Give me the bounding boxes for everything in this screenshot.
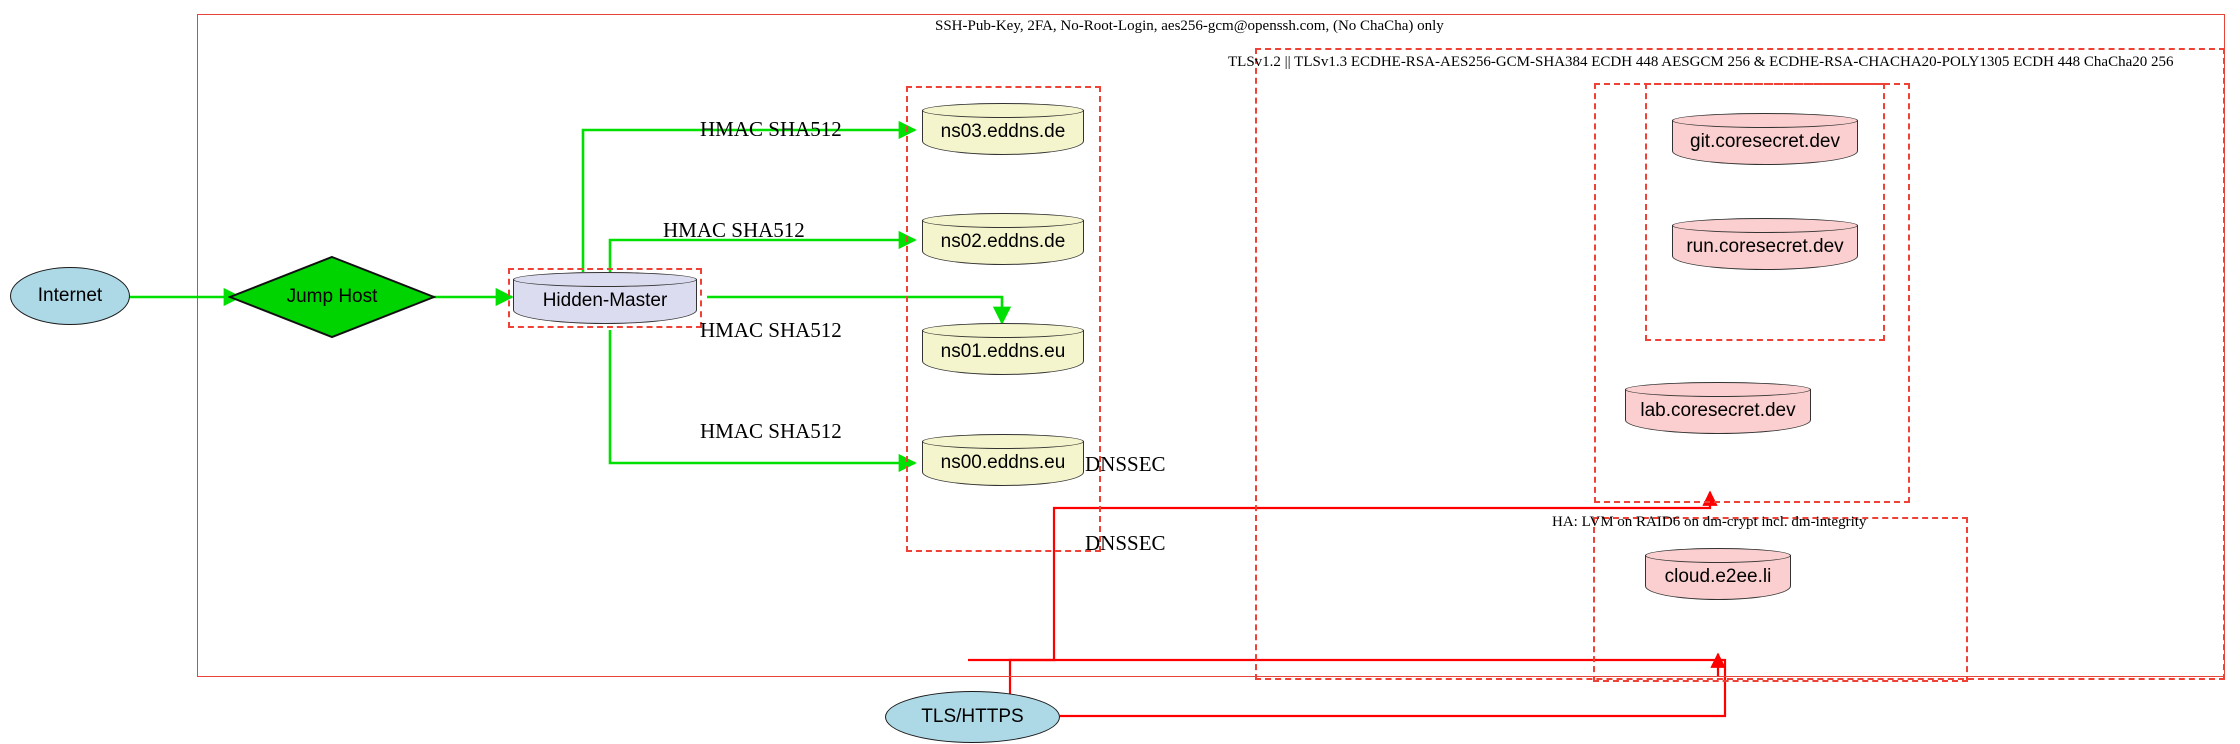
cylinder-top	[1625, 382, 1811, 397]
node-git-coresecret[interactable]: git.coresecret.dev	[1672, 113, 1858, 165]
cluster-ha-storage	[1593, 517, 1968, 682]
cylinder-top	[1672, 218, 1858, 233]
node-ns03-label: ns03.eddns.de	[940, 121, 1066, 142]
node-tls-https[interactable]: TLS/HTTPS	[885, 691, 1060, 743]
edge-label-dnssec-lower: DNSSEC	[1085, 531, 1166, 555]
cluster-tls-suite	[1255, 48, 2225, 680]
edge-hiddenmaster-to-ns01	[707, 295, 1012, 325]
edge-hiddenmaster-to-ns03	[581, 120, 917, 272]
cylinder-top	[1672, 113, 1858, 128]
cluster-nameservers	[906, 86, 1101, 552]
node-run-coresecret[interactable]: run.coresecret.dev	[1672, 218, 1858, 270]
node-internet[interactable]: Internet	[10, 267, 130, 325]
edge-label-hmac-ns03: HMAC SHA512	[700, 117, 842, 141]
node-ns00-label: ns00.eddns.eu	[940, 452, 1066, 473]
cluster-lab-zone	[1594, 83, 1910, 503]
edge-dnssec-upper	[1052, 490, 1718, 585]
cylinder-top	[922, 434, 1084, 449]
cylinder-top	[1645, 548, 1791, 563]
node-git-coresecret-label: git.coresecret.dev	[1690, 131, 1840, 152]
node-hidden-master[interactable]: Hidden-Master	[513, 272, 697, 324]
cylinder-top	[513, 272, 697, 287]
node-lab-coresecret[interactable]: lab.coresecret.dev	[1625, 382, 1811, 434]
node-internet-label: Internet	[37, 285, 103, 306]
node-ns02[interactable]: ns02.eddns.de	[922, 213, 1084, 265]
edge-label-hmac-ns00: HMAC SHA512	[700, 419, 842, 443]
node-ns01-label: ns01.eddns.eu	[940, 341, 1066, 362]
edge-label-hmac-ns02: HMAC SHA512	[663, 218, 805, 242]
edge-label-dnssec-upper: DNSSEC	[1085, 452, 1166, 476]
cluster-ha-storage-label: HA: LVM on RAID6 on dm-crypt incl. dm-in…	[1552, 514, 1867, 530]
node-jump-host-label: Jump Host	[286, 286, 378, 307]
node-hidden-master-label: Hidden-Master	[542, 290, 668, 311]
node-ns03[interactable]: ns03.eddns.de	[922, 103, 1084, 155]
node-cloud-e2ee-label: cloud.e2ee.li	[1664, 566, 1772, 587]
cluster-outer-ssh-label: SSH-Pub-Key, 2FA, No-Root-Login, aes256-…	[935, 18, 1444, 34]
node-run-coresecret-label: run.coresecret.dev	[1686, 236, 1844, 257]
node-lab-coresecret-label: lab.coresecret.dev	[1640, 400, 1796, 421]
cluster-tls-suite-label: TLSv1.2 || TLSv1.3 ECDHE-RSA-AES256-GCM-…	[1228, 54, 2174, 70]
diamond-shape	[228, 255, 436, 339]
node-tls-https-label: TLS/HTTPS	[921, 706, 1024, 727]
node-jump-host[interactable]: Jump Host	[228, 255, 436, 339]
edge-hiddenmaster-to-ns00	[608, 330, 917, 473]
node-ns02-label: ns02.eddns.de	[940, 231, 1066, 252]
cylinder-top	[922, 103, 1084, 118]
node-ns00[interactable]: ns00.eddns.eu	[922, 434, 1084, 486]
cylinder-top	[922, 213, 1084, 228]
node-ns01[interactable]: ns01.eddns.eu	[922, 323, 1084, 375]
edge-hiddenmaster-to-ns02	[608, 230, 917, 272]
node-cloud-e2ee[interactable]: cloud.e2ee.li	[1645, 548, 1791, 600]
edge-label-hmac-ns01: HMAC SHA512	[700, 318, 842, 342]
